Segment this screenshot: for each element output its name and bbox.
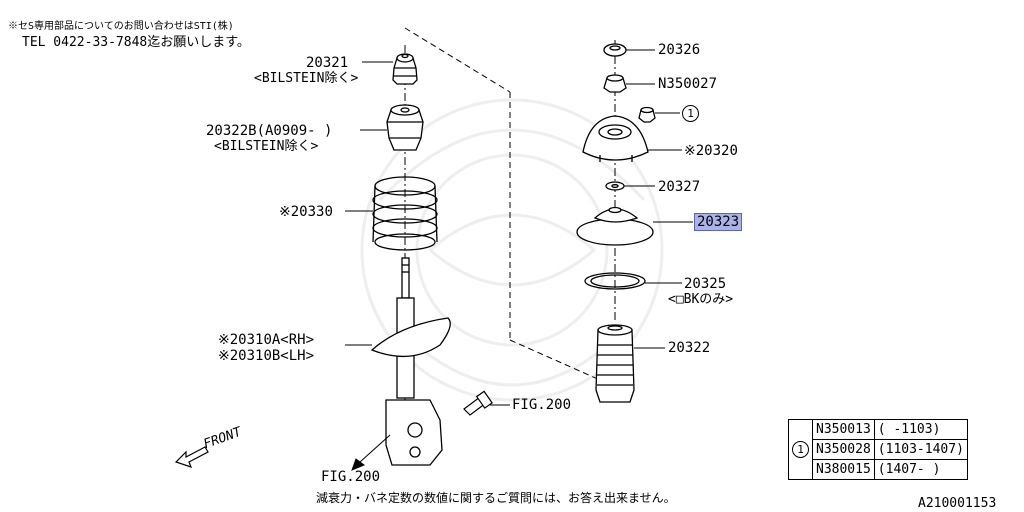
table-range-cell: (1103-1407) — [873, 439, 968, 460]
table-row: N380015 (1407- ) — [789, 459, 968, 480]
label-fig200-bottom[interactable]: FIG.200 — [321, 469, 381, 485]
part-20323-spring-seat[interactable] — [576, 206, 654, 246]
label-20310a[interactable]: ※20310A<RH> — [218, 332, 315, 348]
part-20330-coil-spring[interactable] — [372, 176, 438, 251]
watermark-emblem — [360, 98, 664, 402]
label-fig200-right[interactable]: FIG.200 — [512, 397, 572, 413]
label-20322b-sub: <BILSTEIN除く> — [214, 139, 319, 154]
part-n350027-nut[interactable] — [603, 74, 627, 93]
part-20322-dust-boot[interactable] — [595, 324, 635, 403]
part-20327-washer[interactable] — [605, 181, 625, 191]
part-20321-bump-stopper[interactable] — [392, 53, 418, 85]
sti-phone-note: TEL 0422-33-7848迄お願いします。 — [22, 35, 250, 50]
label-20310b[interactable]: ※20310B<LH> — [218, 348, 315, 364]
label-20321-sub: <BILSTEIN除く> — [254, 71, 359, 86]
disclaimer-text: 減衰力・バネ定数の数値に関するご質問には、お答え出来ません。 — [316, 491, 676, 505]
label-ref1[interactable]: 1 — [682, 104, 699, 122]
label-20322[interactable]: 20322 — [668, 340, 711, 356]
part-20310-strut[interactable] — [370, 257, 451, 466]
diagram-id: A210001153 — [918, 496, 997, 511]
label-20320[interactable]: ※20320 — [684, 143, 738, 159]
sti-inquiry-note: ※セS専用部品についてのお問い合わせはSTI(株) — [8, 21, 234, 32]
table-part-cell[interactable]: N350013 — [812, 419, 875, 440]
label-20321[interactable]: 20321 — [306, 55, 349, 71]
part-20320-strut-mount[interactable] — [582, 115, 649, 162]
ref-circle-icon: 1 — [792, 441, 809, 458]
arrow-fig200-bottom — [351, 434, 391, 471]
part-20325-rubber-seat[interactable] — [584, 272, 646, 290]
table-part-cell[interactable]: N380015 — [812, 459, 875, 480]
label-20326[interactable]: 20326 — [658, 42, 701, 58]
assembly-dashed-outline — [404, 27, 601, 381]
ref1-options-table: 1 N350013 ( -1103) N350028 (1103-1407) N… — [788, 419, 968, 480]
label-20330[interactable]: ※20330 — [279, 204, 333, 220]
strut-bolt[interactable] — [463, 390, 493, 416]
label-20322b[interactable]: 20322B(A0909- ) — [206, 123, 333, 139]
table-range-cell: (1407- ) — [873, 459, 968, 480]
label-n350027[interactable]: N350027 — [658, 76, 718, 92]
label-20327[interactable]: 20327 — [658, 179, 701, 195]
part-ref1-nut[interactable] — [638, 106, 656, 123]
label-20325-sub: <□BKのみ> — [668, 292, 734, 307]
table-range-cell: ( -1103) — [873, 419, 968, 440]
table-row: N350028 (1103-1407) — [789, 439, 968, 460]
label-20323-highlighted[interactable]: 20323 — [694, 213, 743, 231]
table-ref-cell: 1 — [788, 419, 813, 480]
part-20322b-boot[interactable] — [386, 104, 424, 151]
part-20326-cap[interactable] — [603, 43, 627, 57]
table-part-cell[interactable]: N350028 — [812, 439, 875, 460]
label-20325[interactable]: 20325 — [684, 276, 727, 292]
ref-circle-icon: 1 — [682, 105, 699, 122]
front-arrow-icon — [174, 446, 209, 468]
table-row: 1 N350013 ( -1103) — [788, 419, 968, 480]
